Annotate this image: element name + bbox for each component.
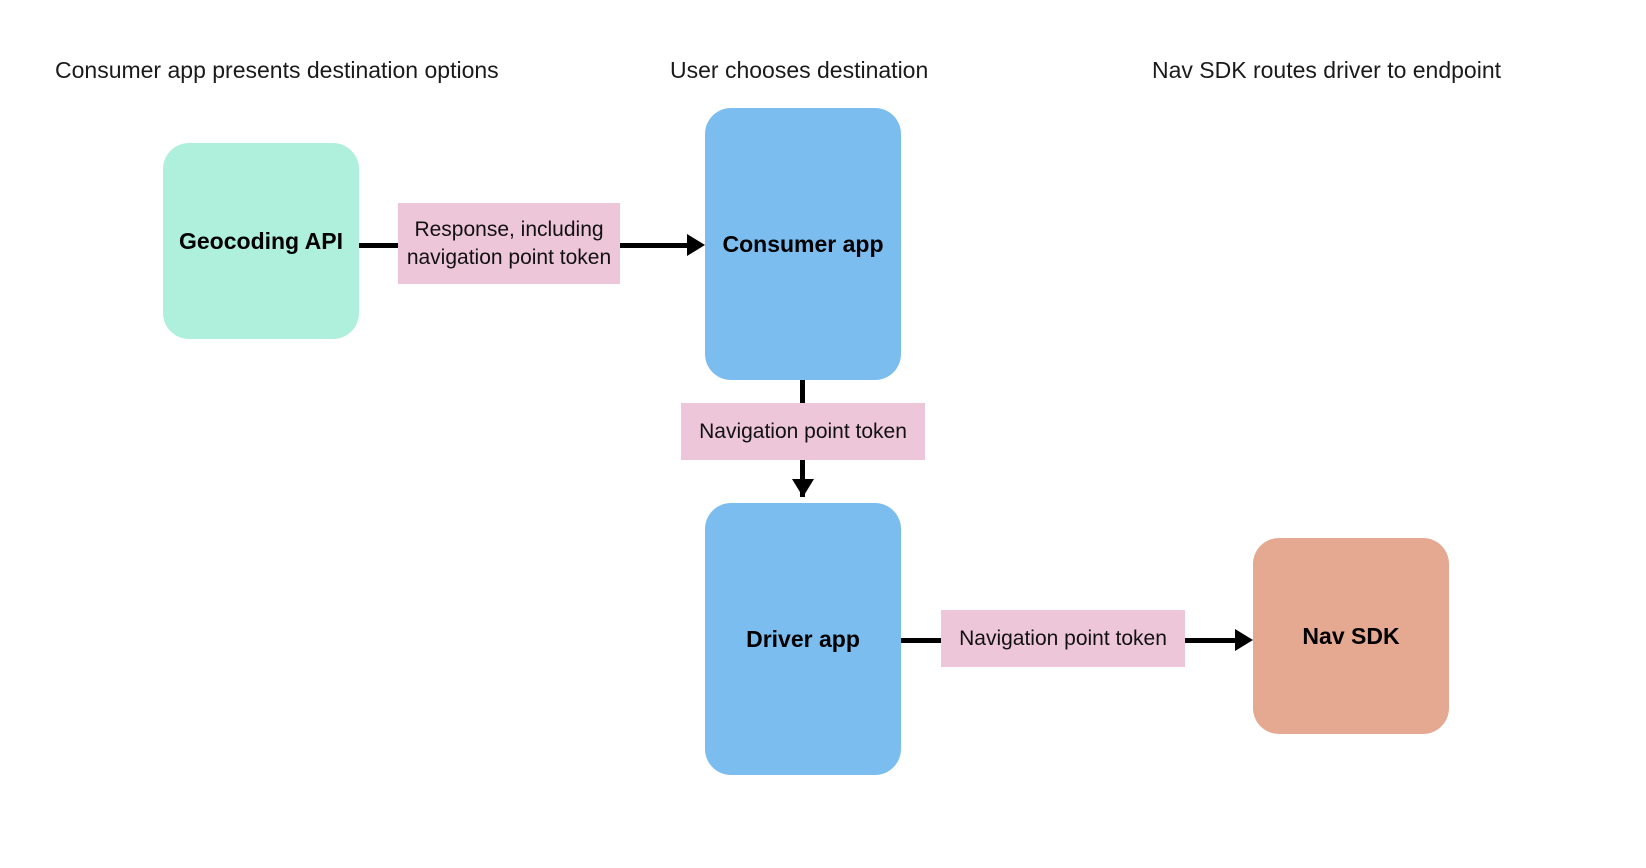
edge-label-navigation-point-token-driver-to-navsdk: Navigation point token: [941, 610, 1185, 667]
column-heading-navsdk-stage: Nav SDK routes driver to endpoint: [1152, 57, 1502, 83]
node-geocoding-api: Geocoding API: [163, 143, 359, 339]
node-driver-app: Driver app: [705, 503, 901, 775]
node-label: Driver app: [746, 625, 860, 652]
arrowhead-down-icon: [792, 479, 814, 497]
edge-label-response-including-navigation-point-token: Response, including navigation point tok…: [398, 203, 620, 284]
arrowhead-right-icon: [687, 234, 705, 256]
node-label: Geocoding API: [179, 227, 343, 254]
arrowhead-right-icon: [1235, 629, 1253, 651]
node-consumer-app: Consumer app: [705, 108, 901, 380]
node-label: Consumer app: [722, 230, 884, 257]
edge-label-navigation-point-token-consumer-to-driver: Navigation point token: [681, 403, 925, 460]
column-heading-consumer-stage: Consumer app presents destination option…: [55, 57, 499, 83]
node-label: Nav SDK: [1302, 622, 1400, 649]
column-heading-user-stage: User chooses destination: [670, 57, 929, 83]
node-nav-sdk: Nav SDK: [1253, 538, 1449, 734]
